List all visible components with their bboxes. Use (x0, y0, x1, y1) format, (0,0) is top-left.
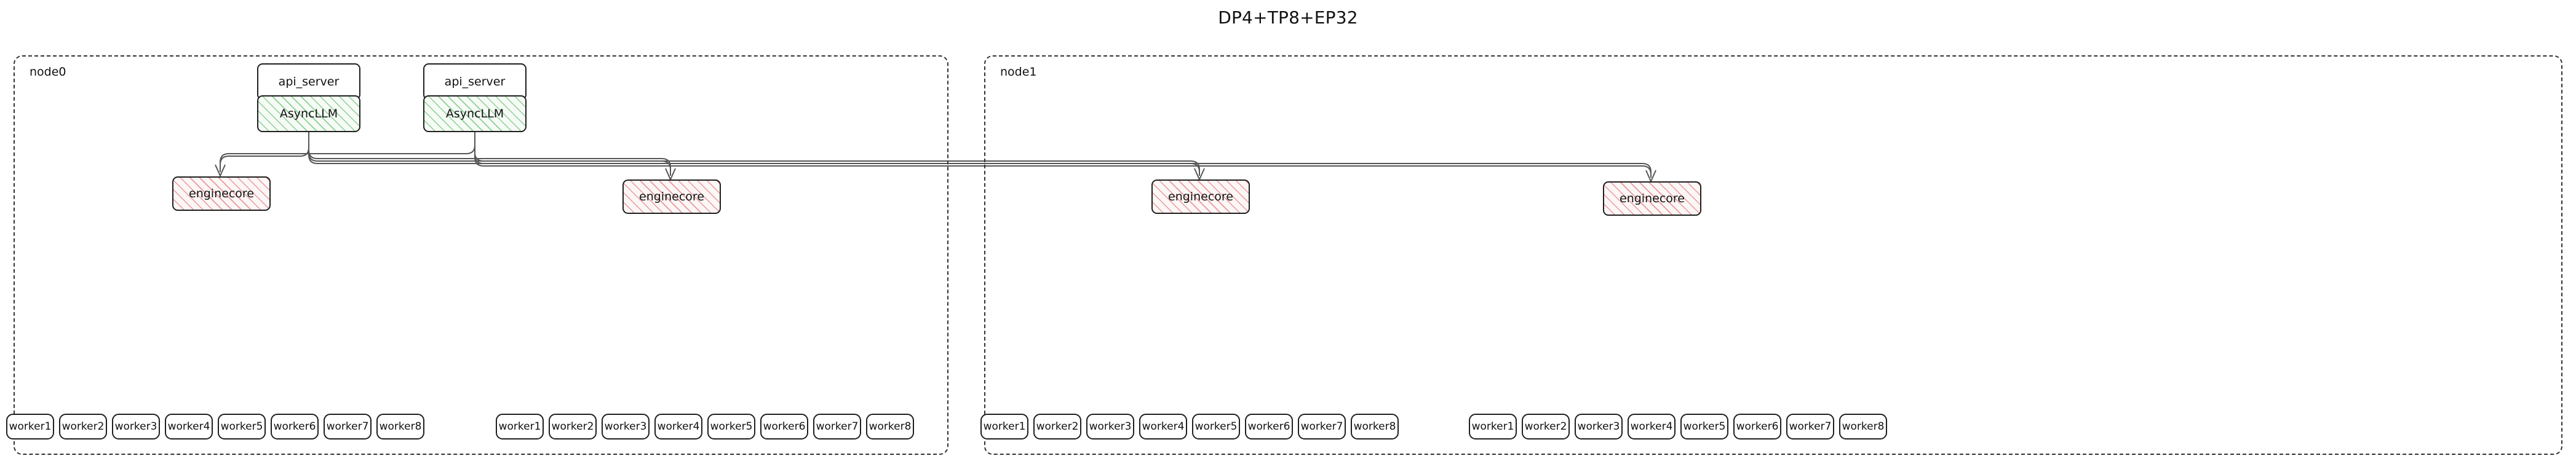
worker-label: worker4 (1142, 420, 1185, 433)
worker-box[interactable]: worker6 (1733, 414, 1781, 439)
worker-label: worker1 (498, 420, 541, 433)
worker-label: worker3 (114, 420, 157, 433)
worker-box[interactable]: worker7 (1786, 414, 1834, 439)
worker-label: worker3 (1089, 420, 1132, 433)
worker-box[interactable]: worker8 (866, 414, 914, 439)
worker-box[interactable]: worker2 (1522, 414, 1570, 439)
worker-label: worker2 (1036, 420, 1079, 433)
worker-box[interactable]: worker4 (1139, 414, 1187, 439)
worker-box[interactable]: worker8 (1839, 414, 1887, 439)
asyncllm-box-0[interactable]: AsyncLLM (257, 95, 360, 132)
cluster-node0-label: node0 (30, 65, 66, 79)
worker-label: worker4 (657, 420, 700, 433)
worker-label: worker8 (1842, 420, 1885, 433)
worker-box[interactable]: worker3 (112, 414, 160, 439)
worker-box[interactable]: worker5 (1680, 414, 1728, 439)
enginecore-label: enginecore (189, 186, 254, 200)
enginecore-label: enginecore (1620, 191, 1685, 205)
worker-box[interactable]: worker1 (980, 414, 1028, 439)
api-server-label: api_server (444, 74, 506, 89)
api-server-box-0[interactable]: api_server (257, 63, 360, 100)
worker-box[interactable]: worker5 (707, 414, 755, 439)
worker-box[interactable]: worker3 (1086, 414, 1134, 439)
worker-label: worker6 (273, 420, 316, 433)
enginecore-label: enginecore (1168, 189, 1233, 203)
worker-box[interactable]: worker7 (813, 414, 861, 439)
worker-box[interactable]: worker2 (59, 414, 107, 439)
worker-box[interactable]: worker6 (1245, 414, 1293, 439)
enginecore-box-1[interactable]: enginecore (622, 179, 721, 214)
worker-box[interactable]: worker7 (1298, 414, 1346, 439)
cluster-node1: node1 (984, 55, 2562, 455)
worker-box[interactable]: worker2 (1033, 414, 1081, 439)
worker-box[interactable]: worker6 (271, 414, 319, 439)
worker-label: worker2 (1524, 420, 1567, 433)
enginecore-box-2[interactable]: enginecore (1151, 179, 1250, 214)
worker-box[interactable]: worker7 (324, 414, 372, 439)
worker-label: worker5 (220, 420, 263, 433)
worker-label: worker2 (551, 420, 594, 433)
worker-box[interactable]: worker3 (1575, 414, 1623, 439)
worker-label: worker7 (326, 420, 369, 433)
worker-label: worker8 (869, 420, 912, 433)
worker-label: worker5 (1683, 420, 1726, 433)
asyncllm-label: AsyncLLM (445, 106, 504, 120)
worker-label: worker7 (1300, 420, 1343, 433)
cluster-node1-label: node1 (1000, 65, 1037, 79)
worker-box[interactable]: worker6 (760, 414, 808, 439)
enginecore-label: enginecore (639, 189, 704, 203)
worker-label: worker1 (1471, 420, 1514, 433)
worker-label: worker6 (1736, 420, 1779, 433)
worker-label: worker8 (1353, 420, 1396, 433)
worker-label: worker6 (1247, 420, 1290, 433)
worker-label: worker2 (62, 420, 105, 433)
worker-box[interactable]: worker4 (165, 414, 213, 439)
worker-box[interactable]: worker2 (549, 414, 597, 439)
enginecore-box-0[interactable]: enginecore (172, 176, 271, 211)
worker-label: worker7 (816, 420, 859, 433)
worker-label: worker4 (167, 420, 210, 433)
worker-label: worker5 (710, 420, 753, 433)
worker-box[interactable]: worker3 (602, 414, 650, 439)
enginecore-box-3[interactable]: enginecore (1603, 181, 1701, 216)
worker-box[interactable]: worker1 (1469, 414, 1517, 439)
api-server-box-1[interactable]: api_server (423, 63, 527, 100)
page-title: DP4+TP8+EP32 (1218, 7, 1358, 28)
worker-box[interactable]: worker5 (218, 414, 266, 439)
asyncllm-box-1[interactable]: AsyncLLM (423, 95, 527, 132)
worker-label: worker8 (379, 420, 422, 433)
worker-box[interactable]: worker4 (654, 414, 702, 439)
worker-label: worker4 (1630, 420, 1673, 433)
asyncllm-label: AsyncLLM (279, 106, 338, 120)
api-server-label: api_server (278, 74, 340, 89)
worker-label: worker6 (763, 420, 806, 433)
worker-box[interactable]: worker1 (6, 414, 54, 439)
worker-box[interactable]: worker8 (376, 414, 424, 439)
worker-label: worker1 (983, 420, 1026, 433)
cluster-node0: node0 (14, 55, 948, 455)
worker-box[interactable]: worker8 (1351, 414, 1399, 439)
worker-label: worker7 (1789, 420, 1832, 433)
worker-label: worker3 (604, 420, 647, 433)
worker-label: worker1 (9, 420, 52, 433)
worker-box[interactable]: worker1 (496, 414, 544, 439)
worker-label: worker5 (1195, 420, 1238, 433)
worker-box[interactable]: worker5 (1192, 414, 1240, 439)
worker-box[interactable]: worker4 (1628, 414, 1676, 439)
worker-label: worker3 (1577, 420, 1620, 433)
